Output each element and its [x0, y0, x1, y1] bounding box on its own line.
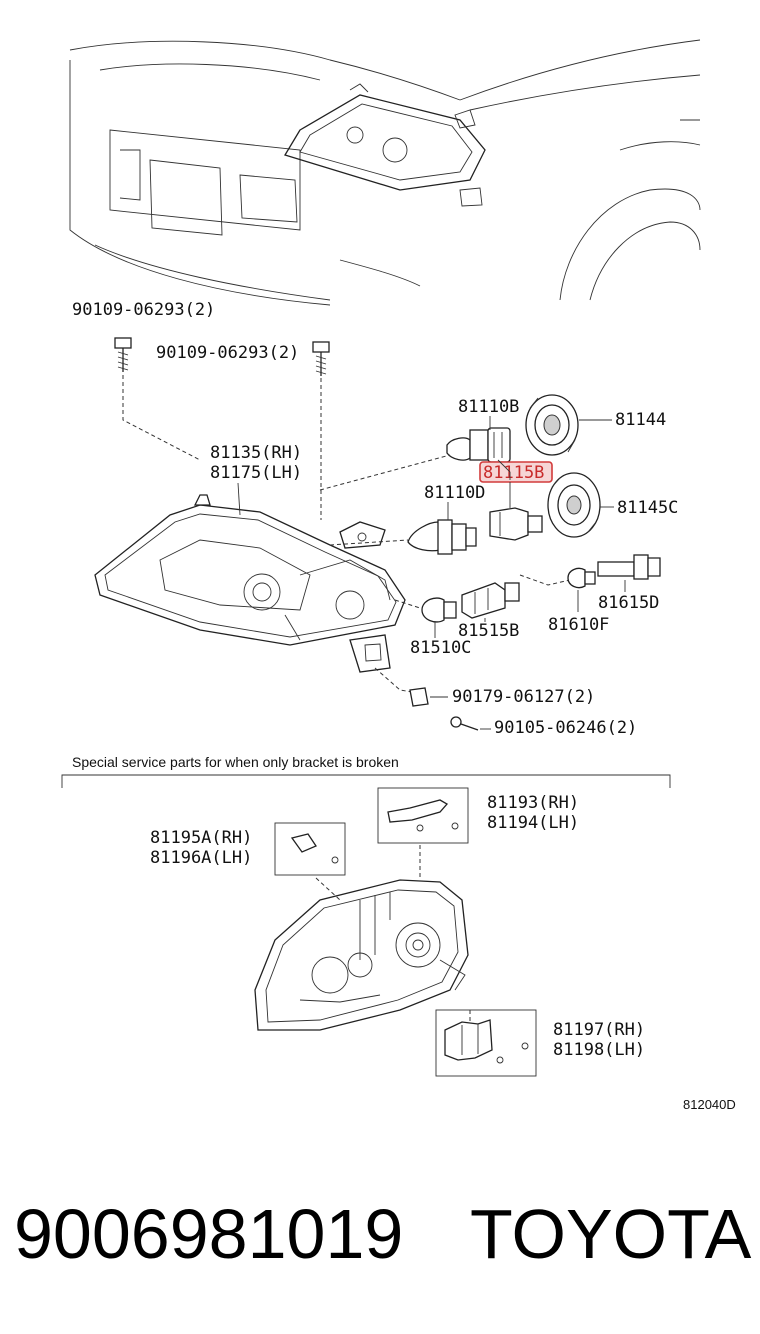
- socket-81615d: [597, 554, 661, 580]
- socket-81115b: [489, 507, 543, 541]
- highlight-81115b: 81115B: [479, 461, 553, 483]
- bulb-81110b: [446, 427, 511, 463]
- label-81145c: 81145C: [617, 498, 678, 518]
- label-90105: 90105-06246(2): [494, 718, 637, 738]
- label-81115b: 81115B: [483, 463, 544, 483]
- bulb-81510c: [421, 597, 457, 623]
- label-81615d: 81615D: [598, 593, 659, 613]
- label-81196a: 81196A(LH): [150, 848, 252, 868]
- label-bolt-right: 90109-06293(2): [156, 343, 299, 363]
- clip-90179: [409, 687, 429, 707]
- label-81610f: 81610F: [548, 615, 609, 635]
- label-81144: 81144: [615, 410, 666, 430]
- bracket-81197-box: [435, 1009, 537, 1077]
- bolt-left: [114, 337, 132, 372]
- screw-90105: [450, 716, 479, 731]
- bulb-81610f: [567, 567, 596, 589]
- label-bolt-left: 90109-06293(2): [72, 300, 215, 320]
- label-81195a: 81195A(RH): [150, 828, 252, 848]
- label-81110b: 81110B: [458, 397, 519, 417]
- brand-name: TOYOTA: [470, 1195, 752, 1273]
- bolt-right: [312, 341, 330, 376]
- label-81194: 81194(LH): [487, 813, 579, 833]
- headlamp-unit: [94, 494, 406, 673]
- headlamp-rear: [254, 879, 469, 1031]
- part-number: 9006981019: [14, 1195, 403, 1273]
- bracket-81195a-box: [274, 822, 346, 876]
- special-service-note: Special service parts for when only brac…: [72, 754, 399, 770]
- bulb-81110d: [407, 519, 477, 555]
- label-81110d: 81110D: [424, 483, 485, 503]
- label-90179: 90179-06127(2): [452, 687, 595, 707]
- socket-81515b: [461, 582, 520, 619]
- label-81515b: 81515B: [458, 621, 519, 641]
- label-81197: 81197(RH): [553, 1020, 645, 1040]
- ring-81145c: [547, 472, 601, 538]
- label-unit-lh: 81175(LH): [210, 463, 302, 483]
- bracket-81193-box: [377, 787, 469, 844]
- label-81198: 81198(LH): [553, 1040, 645, 1060]
- label-unit-rh: 81135(RH): [210, 443, 302, 463]
- label-81193: 81193(RH): [487, 793, 579, 813]
- car-front-illustration: [69, 39, 701, 306]
- label-81510c: 81510C: [410, 638, 471, 658]
- diagram-code: 812040D: [683, 1097, 736, 1112]
- ring-81144: [525, 394, 579, 456]
